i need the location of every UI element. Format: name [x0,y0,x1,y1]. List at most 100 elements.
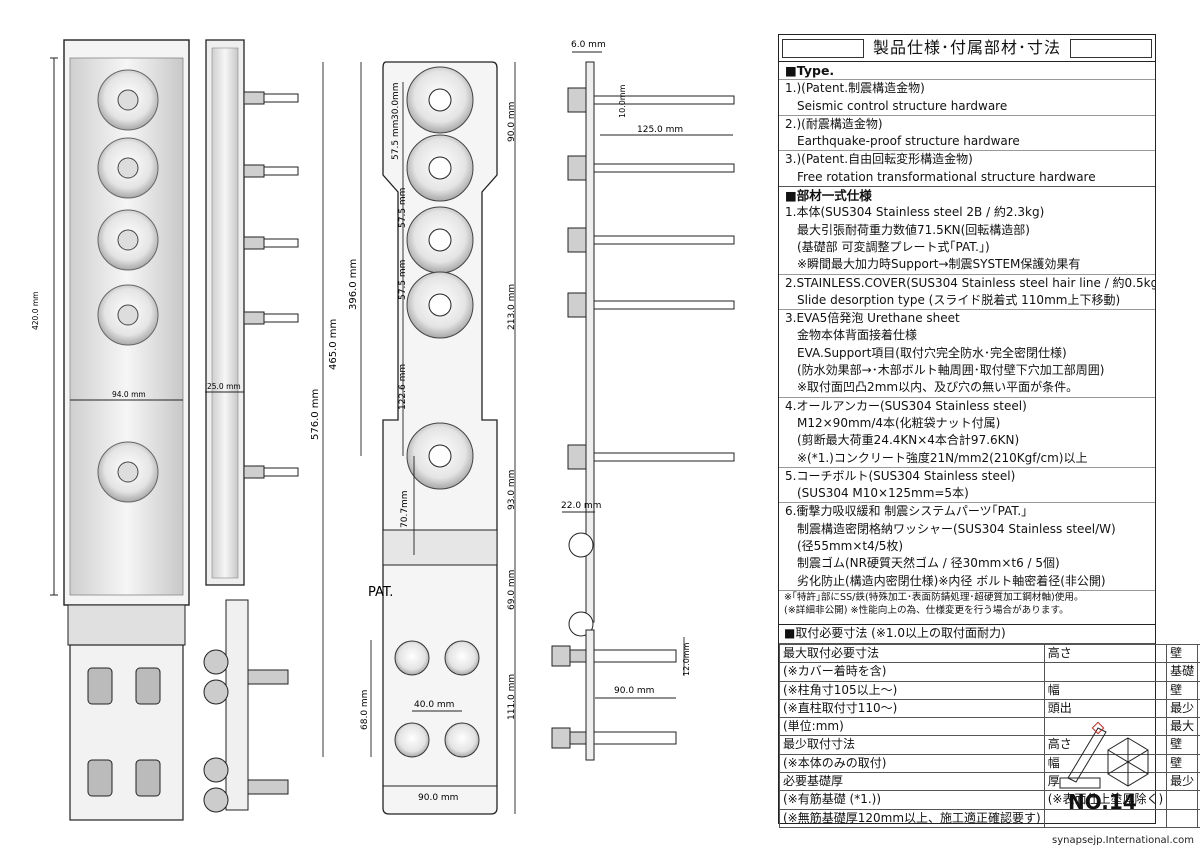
dims-row: (※柱角寸105以上〜)幅壁95mm [779,680,1200,700]
model-number: NO.14 [1068,790,1137,814]
parts-line: 4.オールアンカー(SUS304 Stainless steel) [779,396,1155,415]
dim-57a: 57.5 mm [391,120,401,160]
parts-line: ※取付面凹凸2mm以内、及び穴の無い平面が条件。 [797,380,1079,395]
dims-cell: 最少 [1166,772,1199,792]
parts-line: 制震ゴム(NR硬質天然ゴム / 径30mm×t6 / 5個) [797,556,1060,571]
dims-section: ■取付必要寸法 (※1.0以上の取付面耐力) 最大取付必要寸法高さ壁495mm(… [779,624,1200,828]
dim-420: 420.0 mm [31,292,40,330]
parts-line: 5.コーチボルト(SUS304 Stainless steel) [779,466,1155,485]
parts-line: ※瞬間最大加力時Support→制震SYSTEM保護効果有 [797,257,1081,272]
bolt-side-view: 6.0 mm 10.0mm 125.0 mm 22.0 mm 12.0mm 90… [551,40,735,761]
dim-68: 68.0 mm [360,690,370,730]
type-line-3: 2.)(耐震構造金物) [779,114,1155,133]
dim-122: 122.6 mm [398,364,408,410]
dim-70: 70.7mm [400,490,410,528]
dims-cell: 最少取付寸法 [779,735,1045,755]
dim-111: 111.0 mm [507,674,517,720]
company-logo [1059,721,1149,789]
dims-cell: 壁 [1166,643,1199,664]
parts-line: 1.本体(SUS304 Stainless steel 2B / 約2.3kg) [785,205,1045,220]
dims-cell [1043,808,1168,828]
plate-front-view: PAT. 576.0 mm 465.0 mm 396.0 mm 30.0mm 5… [310,61,517,815]
parts-line: 6.衝撃力吸収緩和 制震システムパーツ｢PAT.｣ [779,502,1155,520]
dims-cell: 頭出 [1043,698,1168,719]
type-line-4: Earthquake-proof structure hardware [797,134,1020,149]
dim-10: 10.0mm [618,84,627,118]
parts-line: 最大引張耐荷重力数値71.5KN(回転構造部) [797,222,1030,237]
cover-front-view: 420.0 mm 94.0 mm [31,39,190,821]
dim-465: 465.0 mm [328,319,339,370]
dim-57b: 57.5 mm [398,188,408,228]
dims-cell: 基礎 [1166,662,1199,682]
dims-cell: (※直柱取付寸110〜) [779,698,1045,719]
parts-line: (防水効果部→･木部ボルト軸周囲･取付壁下穴加工部周囲) [797,363,1105,378]
spec-title-row: 製品仕様･付属部材･寸法 [779,35,1155,62]
parts-header: ■部材一式仕様 [779,186,1155,205]
dim-6: 6.0 mm [571,40,606,50]
dims-cell: (※本体のみの取付) [779,753,1045,774]
type-header: ■Type. [779,62,1155,80]
dims-cell: 壁 [1166,680,1199,700]
note-1: ※｢特許｣部にSS/鉄(特殊加工･表面防錆処理･超硬質加工鋼材軸)使用。 [784,591,1084,603]
dims-row: (※直柱取付寸110〜)頭出最少約25mm [779,698,1200,719]
parts-line: EVA.Support項目(取付穴完全防水･完全密閉仕様) [797,345,1067,360]
dim-90b: 90.0 mm [614,686,654,696]
dim-12: 12.0mm [682,642,691,676]
type-line-1: 1.)(Patent.制震構造金物) [779,79,1155,97]
parts-line: Slide desorption type (スライド脱着式 110mm上下移動… [797,292,1121,307]
footer-url: synapsejp.International.com [1052,835,1194,846]
dims-cell: 幅 [1043,680,1168,700]
dims-cell: (※無筋基礎厚120mm以上、施工適正確認要す) [779,808,1045,828]
dim-25: 25.0 mm [207,382,241,391]
dims-cell: 高さ [1043,643,1168,664]
dims-cell: (※表面仕上塗厚除く) [1043,790,1168,810]
technical-drawing: 420.0 mm 94.0 mm 25.0 mm [31,39,735,821]
dims-row: (※無筋基礎厚120mm以上、施工適正確認要す) [779,808,1200,828]
parts-line: 金物本体背面接着仕様 [797,328,918,343]
dims-header: ■取付必要寸法 (※1.0以上の取付面耐力) [779,624,1155,644]
type-line-2: Seismic control structure hardware [797,98,1008,113]
title-box-right [1069,38,1152,58]
spec-panel: 製品仕様･付属部材･寸法 ■Type. 1.)(Patent.制震構造金物) S… [778,34,1200,828]
dims-cell: (※カバー着時を含) [779,662,1045,682]
type-line-6: Free rotation transformational structure… [797,169,1096,184]
parts-line: (基礎部 可変調整プレート式｢PAT.｣) [797,239,990,254]
dim-576: 576.0 mm [310,389,321,440]
dims-cell: 壁 [1166,735,1199,755]
dims-cell: 最大 [1166,717,1199,737]
parts-list: 1.本体(SUS304 Stainless steel 2B / 約2.3kg)… [779,204,1155,590]
dims-row: (※カバー着時を含)基礎170mm [779,662,1200,682]
dim-22: 22.0 mm [561,501,601,511]
dim-90: 90.0 mm [507,102,517,142]
dim-90w: 90.0 mm [418,793,458,803]
dims-cell: (※有筋基礎 (*1.)) [779,790,1045,810]
parts-line: 制震構造密閉格納ワッシャー(SUS304 Stainless steel/W) [797,521,1116,536]
dim-40: 40.0 mm [414,700,454,710]
dims-cell [1197,808,1200,828]
dims-row: (単位:mm)最大約50mm [779,717,1200,737]
note-2: (※詳細非公開) ※性能向上の為、仕様変更を行う場合があります。 [784,604,1069,616]
parts-line: (剪断最大荷重24.4KN×4本合計97.6KN) [797,433,1020,448]
dims-cell: (※柱角寸105以上〜) [779,680,1045,700]
parts-line: 2.STAINLESS.COVER(SUS304 Stainless steel… [779,273,1155,292]
dim-30: 30.0mm [391,82,401,120]
dims-cell: 最大取付必要寸法 [779,643,1045,664]
parts-line: M12×90mm/4本(化粧袋ナット付属) [797,415,1001,430]
title-box-left [782,38,864,58]
dims-table: 最大取付必要寸法高さ壁495mm(※カバー着時を含)基礎170mm(※柱角寸10… [779,643,1200,828]
parts-line: 劣化防止(構造内密閉仕様)※内径 ボルト軸密着径(非公開) [797,573,1106,588]
parts-line: (径55mm×t4/5枚) [797,539,904,554]
parts-line: (SUS304 M10×125mm=5本) [797,486,969,501]
dims-row: 最大取付必要寸法高さ壁495mm [779,643,1200,664]
dims-cell: 最少 [1166,698,1199,719]
dim-396: 396.0 mm [348,259,359,310]
parts-line: 3.EVA5倍発泡 Urethane sheet [779,309,1155,327]
dims-cell: (単位:mm) [779,717,1045,737]
parts-line: ※(*1.)コンクリート強度21N/mm2(210Kgf/cm)以上 [797,450,1088,465]
dim-93: 93.0 mm [507,470,517,510]
pat-label: PAT. [368,585,393,600]
cover-side-view: 25.0 mm [203,39,299,813]
dim-213: 213.0 mm [507,284,517,330]
dims-row: (※有筋基礎 (*1.))(※表面仕上塗厚除く) [779,790,1200,810]
spec-title: 製品仕様･付属部材･寸法 [872,38,1061,58]
